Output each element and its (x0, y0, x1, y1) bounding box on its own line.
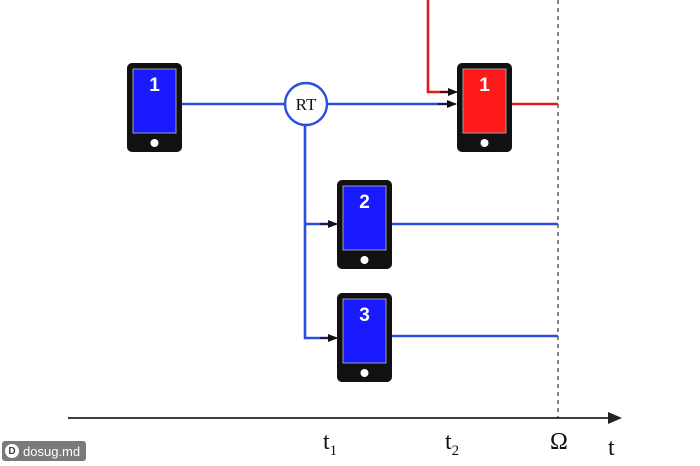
phone-screen (462, 68, 507, 134)
phone-number: 3 (359, 305, 370, 326)
blue-branch-line (303, 124, 336, 340)
time-axis-arrowhead (608, 412, 622, 424)
phone-2: 2 (337, 180, 392, 269)
phone-home-button (360, 256, 369, 264)
axis-label-t2: t2 (445, 429, 459, 459)
phone-home-button (360, 369, 369, 377)
watermark-badge: D dosug.md (2, 441, 87, 461)
watermark-text: dosug.md (23, 443, 81, 459)
phone-screen (132, 68, 177, 134)
phone-screen (342, 298, 387, 364)
red-path-line (426, 0, 452, 94)
router-label: RT (296, 95, 317, 114)
phone-number: 1 (149, 75, 160, 96)
phone-number: 2 (359, 192, 370, 213)
phone-1-right: 1 (457, 63, 512, 152)
router-node: RT (283, 81, 329, 127)
phone-number: 1 (479, 75, 490, 96)
phone-screen (342, 185, 387, 251)
axis-label-t: t (608, 435, 615, 461)
phone-1-left: 1 (127, 63, 182, 152)
axis-label-t1: t1 (323, 429, 337, 459)
watermark-logo-icon: D (5, 444, 19, 458)
phone-home-button (480, 139, 489, 147)
axis-label-omega: Ω (550, 429, 568, 455)
phone-home-button (150, 139, 159, 147)
phone-3: 3 (337, 293, 392, 382)
